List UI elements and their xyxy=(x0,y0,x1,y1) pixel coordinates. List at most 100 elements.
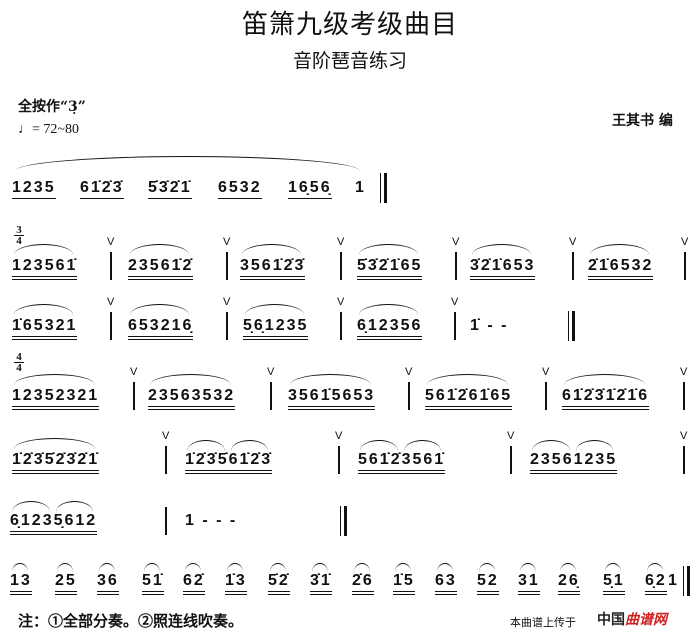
note-group: 1̇ - - xyxy=(470,317,509,334)
slur xyxy=(290,374,371,385)
note-group: 5̇3̇2̇1̇ xyxy=(148,178,192,199)
slur xyxy=(14,304,73,315)
site-logo: 中国曲谱网 xyxy=(597,609,667,629)
upload-text: 本曲谱上传于 xyxy=(510,616,576,629)
note-group: 31 xyxy=(518,571,540,595)
breath-mark: V xyxy=(130,366,138,378)
slur xyxy=(12,563,28,572)
breath-mark: V xyxy=(680,430,688,442)
barline xyxy=(340,252,342,280)
slur xyxy=(360,440,398,451)
ts-numerator: 3 xyxy=(16,224,22,236)
slur xyxy=(520,563,536,572)
barline xyxy=(226,312,228,340)
note-group: 1̇2̇3̇5̇61̇2̇3̇ xyxy=(185,450,273,474)
note-group: 5̇3̇2̇1̇65 xyxy=(357,256,423,280)
breath-mark: V xyxy=(223,236,231,248)
note-group: 6̣12356 xyxy=(357,316,423,340)
note-group: 1 xyxy=(355,179,366,196)
slur xyxy=(437,563,453,572)
slur xyxy=(564,374,645,385)
barline xyxy=(683,382,685,410)
final-barline xyxy=(683,566,690,596)
note-group: 6̣1235̣612 xyxy=(10,511,98,535)
note-group: 63 xyxy=(435,571,457,595)
note-group: 653216̣ xyxy=(128,316,194,340)
ts-line xyxy=(14,235,24,236)
fingering-hint: 全按作“3̣” xyxy=(18,99,86,115)
note-group: 26̣ xyxy=(558,571,580,595)
slur xyxy=(144,563,160,572)
slur xyxy=(479,563,495,572)
ts-denominator: 4 xyxy=(16,235,22,247)
slur xyxy=(427,374,508,385)
slur xyxy=(605,563,621,572)
slur xyxy=(472,244,531,255)
note-group: 23561̇2̇ xyxy=(128,256,194,280)
slur xyxy=(403,440,441,451)
slur xyxy=(55,501,93,512)
ts-denominator: 4 xyxy=(16,362,22,374)
slur xyxy=(575,440,613,451)
slur xyxy=(532,440,570,451)
slur xyxy=(395,563,411,572)
barline xyxy=(684,252,686,280)
breath-mark: V xyxy=(507,430,515,442)
slur xyxy=(245,304,304,315)
note-group: 561̇2̇61̇65 xyxy=(425,386,513,410)
barline xyxy=(165,507,167,535)
note-group: 1̇5 xyxy=(393,571,415,595)
slur xyxy=(647,563,663,572)
breath-mark: V xyxy=(542,366,550,378)
barline xyxy=(545,382,547,410)
slur xyxy=(590,244,649,255)
note-group: 6̣2 xyxy=(645,571,667,595)
slur xyxy=(270,563,286,572)
breath-mark: V xyxy=(451,296,459,308)
logo-text-1: 中国 xyxy=(597,612,625,628)
note-group: 3561̇2̇3̇ xyxy=(240,256,306,280)
barline xyxy=(270,382,272,410)
slur xyxy=(242,244,301,255)
barline xyxy=(165,446,167,474)
slur xyxy=(185,563,201,572)
breath-mark: V xyxy=(223,296,231,308)
slur xyxy=(312,563,328,572)
note-group: 3561̇5653 xyxy=(288,386,376,410)
ts-numerator: 4 xyxy=(16,351,22,363)
slur xyxy=(187,440,225,451)
logo-text-2: 曲谱网 xyxy=(625,612,667,628)
slur xyxy=(150,374,231,385)
arranger: 王其书 编 xyxy=(612,113,673,129)
final-barline xyxy=(340,506,347,536)
note-group: 25 xyxy=(55,571,77,595)
note-group: 51̇ xyxy=(142,571,164,595)
note-group: 1235 xyxy=(12,178,56,199)
note-group: 36 xyxy=(97,571,119,595)
slur xyxy=(57,563,73,572)
note-group: 5̣1 xyxy=(603,571,625,595)
note-group: 3̇2̇1̇653 xyxy=(470,256,536,280)
note-group: 1 xyxy=(668,572,679,589)
barline xyxy=(110,252,112,280)
slur xyxy=(354,563,370,572)
barline xyxy=(226,252,228,280)
slur xyxy=(14,244,73,255)
note-group: 1̇65321 xyxy=(12,316,78,340)
note-group: 23563532 xyxy=(148,386,236,410)
slur xyxy=(359,244,418,255)
breath-mark: V xyxy=(452,236,460,248)
performance-note: 注：①全部分奏。②照连线吹奏。 xyxy=(18,612,244,630)
breath-mark: V xyxy=(337,236,345,248)
slur xyxy=(14,438,95,449)
note-group: 13 xyxy=(10,571,32,595)
barline xyxy=(133,382,135,410)
note-group: 52 xyxy=(477,571,499,595)
note-group: 1̇3 xyxy=(225,571,247,595)
note-group: 12352321 xyxy=(12,386,100,410)
note-group: 6532 xyxy=(218,178,262,199)
slur xyxy=(359,304,418,315)
